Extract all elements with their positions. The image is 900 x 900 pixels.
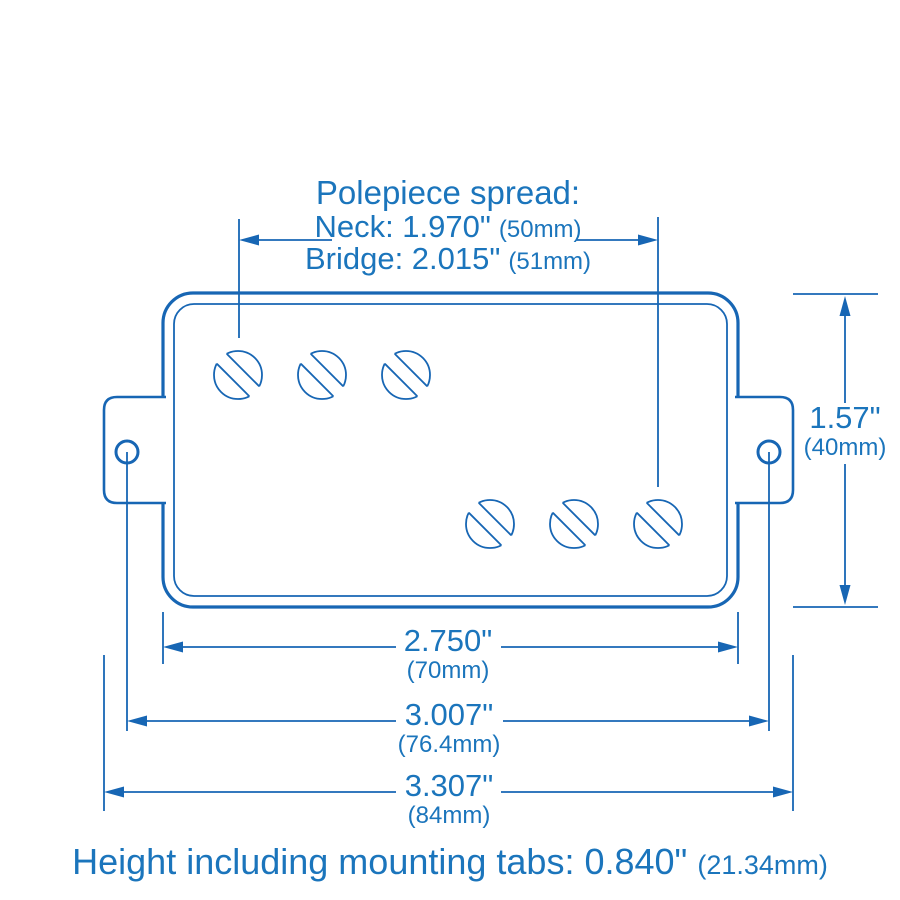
left-mounting-tab-fill [104, 397, 166, 503]
overall-width-dimension [103, 655, 794, 811]
arrow-left-icon [239, 234, 259, 246]
right-mounting-tab [735, 395, 795, 505]
polepiece-spread-annotation: Polepiece spread: Neck: 1.970" (50mm) Br… [148, 174, 748, 275]
bridge-spread-value: Bridge: 2.015" [304, 241, 501, 276]
bridge-spread-line: Bridge: 2.015" (51mm) [148, 241, 748, 276]
body-width-dimension [162, 612, 739, 664]
footer-note: Height including mounting tabs: 0.840" (… [0, 840, 900, 887]
right-mounting-tab-fill [735, 397, 793, 503]
bridge-spread-metric: (51mm) [508, 248, 592, 275]
overall-width-metric: (84mm) [407, 802, 491, 829]
arrow-left-icon [104, 786, 124, 798]
footer-height-metric: (21.34mm) [697, 850, 828, 880]
mount-hole-spacing-value: 3.007" [404, 697, 494, 732]
neck-spread-line: Neck: 1.970" (50mm) [148, 209, 748, 244]
arrow-right-icon [638, 234, 658, 246]
arrow-left-icon [163, 641, 183, 653]
mount-hole-spacing-metric: (76.4mm) [397, 731, 501, 758]
polepiece-screw-3 [379, 348, 433, 402]
neck-spread-metric: (50mm) [498, 216, 582, 243]
footer-height-label: Height including mounting tabs: 0.840" [72, 841, 688, 882]
arrow-right-icon [773, 786, 793, 798]
arrow-down-icon [839, 585, 851, 605]
pickup-body-outline [161, 291, 740, 609]
mount-hole-spacing-dimension [126, 452, 770, 731]
polepiece-screw-6 [631, 497, 685, 551]
body-height-metric: (40mm) [803, 434, 887, 461]
body-height-dimension-label: 1.57" (40mm) [780, 400, 900, 462]
pickup-body-inner-line [173, 303, 728, 597]
body-height-value: 1.57" [809, 400, 881, 435]
mount-hole-spacing-dimension-label: 3.007" (76.4mm) [349, 697, 549, 759]
polepiece-spread-dimension [238, 217, 659, 487]
body-width-metric: (70mm) [406, 657, 490, 684]
arrow-up-icon [839, 296, 851, 316]
neck-spread-value: Neck: 1.970" [314, 209, 491, 244]
arrow-right-icon [718, 641, 738, 653]
left-mounting-tab [102, 395, 166, 505]
polepiece-screw-2 [295, 348, 349, 402]
polepiece-screw-4 [463, 497, 517, 551]
arrow-left-icon [127, 715, 147, 727]
body-width-dimension-label: 2.750" (70mm) [348, 623, 548, 685]
polepiece-screw-1 [211, 348, 265, 402]
overall-width-value: 3.307" [404, 768, 494, 803]
arrow-right-icon [749, 715, 769, 727]
body-width-value: 2.750" [403, 623, 493, 658]
overall-width-dimension-label: 3.307" (84mm) [349, 768, 549, 830]
polepiece-spread-title: Polepiece spread: [315, 174, 581, 211]
body-height-dimension [793, 293, 878, 608]
polepiece-screw-5 [547, 497, 601, 551]
